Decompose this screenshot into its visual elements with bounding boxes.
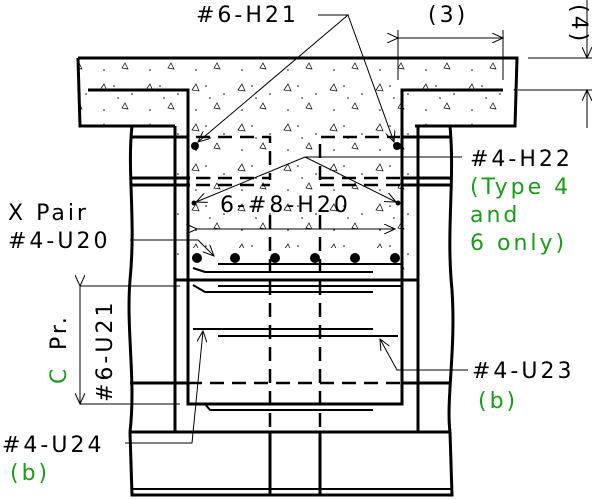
label-h22: #4-H22 bbox=[470, 147, 573, 172]
label-u20: #4-U20 bbox=[8, 229, 110, 254]
label-h22-note-3: 6 only) bbox=[470, 231, 567, 256]
label-dim-3: (3) bbox=[428, 3, 468, 28]
dimensions-leaders bbox=[80, 0, 592, 444]
label-dim-4: (4) bbox=[566, 4, 591, 44]
girder-flanges bbox=[127, 125, 455, 497]
label-h22-note-1: (Type 4 bbox=[470, 175, 571, 200]
label-u24: #4-U24 bbox=[2, 433, 104, 458]
label-h20: 6-#8-H20 bbox=[220, 193, 351, 218]
label-u21: #6-U21 bbox=[93, 300, 118, 402]
label-u23: #4-U23 bbox=[472, 359, 574, 384]
label-u24-note: (b) bbox=[10, 461, 50, 486]
label-h22-note-2: and bbox=[470, 203, 520, 228]
label-u23-note: (b) bbox=[478, 389, 518, 414]
hidden-lines bbox=[188, 135, 402, 432]
label-pr: Pr. bbox=[47, 314, 72, 350]
label-h21: #6-H21 bbox=[196, 3, 299, 28]
label-c: C bbox=[47, 366, 72, 384]
label-x-pair: X Pair bbox=[8, 201, 89, 226]
rebars bbox=[191, 142, 402, 411]
